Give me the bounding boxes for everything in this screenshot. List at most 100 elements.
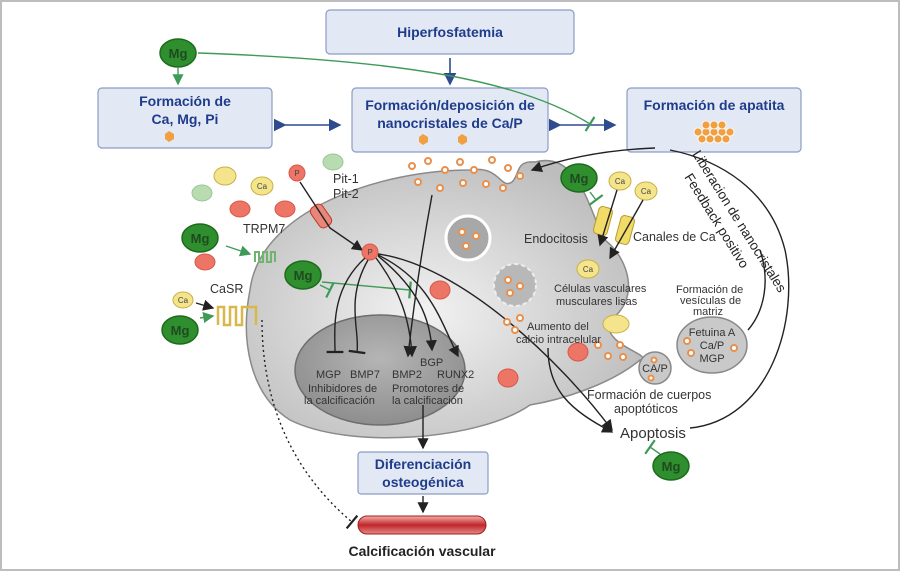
- svg-text:nanocristales de Ca/P: nanocristales de Ca/P: [377, 115, 523, 131]
- svg-text:Ca: Ca: [583, 265, 594, 274]
- mg-inhibit-channel: [588, 191, 604, 206]
- svg-text:BMP7: BMP7: [350, 369, 380, 381]
- apatite-box: Formación de apatita: [626, 87, 802, 153]
- mg-ion-channel: Mg: [560, 163, 598, 193]
- phosphate-ion-inside: P: [361, 243, 379, 261]
- svg-text:Mg: Mg: [662, 459, 681, 474]
- ca-store: [602, 314, 630, 334]
- matrix-vesicle: Fetuina A Ca/P MGP: [676, 316, 748, 374]
- matrix-vesicles-label: Formación de: [676, 284, 743, 296]
- formation-ca-mg-pi-box: Formación de Ca, Mg, Pi: [97, 87, 273, 149]
- svg-text:Ca: Ca: [257, 182, 268, 191]
- casr-label: CaSR: [210, 282, 243, 296]
- mg-inhibit-apoptosis: [644, 439, 661, 455]
- svg-text:Formación de: Formación de: [139, 93, 231, 109]
- pi-to-bgp: [377, 255, 437, 352]
- apoptotic-bodies-label: Formación de cuerpos: [587, 388, 711, 402]
- mg-ion-top: Mg: [159, 38, 197, 68]
- vesicle-release-arc: [747, 249, 766, 331]
- casr-receptor: [216, 305, 258, 327]
- svg-text:RUNX2: RUNX2: [437, 369, 474, 381]
- cells-label-2: musculares lisas: [556, 296, 638, 308]
- svg-text:Mg: Mg: [570, 171, 589, 186]
- hyperphosphatemia-box: Hiperfosfatemia: [325, 9, 575, 55]
- release-arrow-top: [530, 147, 656, 172]
- mg-ion-intracellular: Mg: [284, 260, 322, 290]
- svg-text:Hiperfosfatemia: Hiperfosfatemia: [397, 24, 503, 40]
- mg-ion-trpm7: Mg: [181, 223, 219, 253]
- mg-to-trpm7-arrow: [225, 245, 252, 257]
- pi-inhibit-bmp7: [348, 259, 369, 355]
- trpm7-channel: [254, 251, 276, 263]
- ca-ions-channel: Ca Ca: [608, 171, 658, 201]
- svg-text:Ca: Ca: [615, 177, 626, 186]
- apoptotic-body: CA/P: [638, 351, 672, 385]
- svg-text:Inhibidores de: Inhibidores de: [308, 383, 377, 395]
- pit2-label: Pit-2: [333, 187, 359, 201]
- vesicle-dashed: [493, 263, 537, 307]
- svg-text:Mg: Mg: [169, 46, 188, 61]
- apoptosis-label: Apoptosis: [620, 425, 686, 442]
- svg-text:BMP2: BMP2: [392, 369, 422, 381]
- calcified-vessel: [357, 515, 487, 535]
- svg-text:MGP: MGP: [699, 353, 724, 365]
- cells-label: Células vasculares: [554, 283, 647, 295]
- intracellular-ca-label-2: calcio intracelular: [516, 334, 601, 346]
- endocytic-vesicle: [444, 214, 492, 262]
- svg-text:CA/P: CA/P: [642, 363, 668, 375]
- nucleus: [294, 314, 466, 426]
- svg-text:Diferenciación: Diferenciación: [375, 456, 471, 472]
- svg-text:Ca: Ca: [641, 187, 652, 196]
- svg-text:Ca: Ca: [178, 296, 189, 305]
- svg-text:MGP: MGP: [316, 369, 341, 381]
- apoptotic-bodies-label-2: apoptóticos: [614, 402, 678, 416]
- svg-text:Mg: Mg: [171, 323, 190, 338]
- svg-text:BGP: BGP: [420, 357, 443, 369]
- intracellular-ca-label: Aumento del: [527, 321, 589, 333]
- svg-text:osteogénica: osteogénica: [382, 474, 464, 490]
- crystals-to-bmp2: [403, 194, 433, 358]
- pi-entry-arrow: [299, 181, 364, 251]
- ca-to-casr-arrow: [195, 299, 215, 311]
- svg-text:Ca, Mg, Pi: Ca, Mg, Pi: [152, 111, 219, 127]
- gene-labels: MGP BMP7 Inhibidores de la calcificación…: [304, 357, 474, 407]
- svg-text:P: P: [367, 248, 372, 257]
- svg-text:Promotores de: Promotores de: [392, 383, 464, 395]
- pi-to-bmp2: [375, 257, 418, 358]
- mg-ion-apoptosis: Mg: [652, 451, 690, 481]
- ca-ion-casr: Ca: [172, 291, 194, 309]
- trpm7-label: TRPM7: [243, 222, 285, 236]
- phosphate-ion-outside: P: [288, 164, 306, 182]
- svg-text:P: P: [294, 169, 299, 178]
- matrix-vesicles-label-2: vesículas de: [680, 295, 741, 307]
- svg-text:Mg: Mg: [294, 268, 313, 283]
- mg-inhibit-apatite: [197, 52, 596, 132]
- svg-text:la calcificación: la calcificación: [304, 395, 375, 407]
- osteogenic-differentiation-box: Diferenciación osteogénica: [357, 451, 489, 495]
- endocytosis-label: Endocitosis: [524, 232, 588, 246]
- ca-influx-2: [609, 199, 644, 260]
- intracellular-crystals: [503, 314, 627, 361]
- svg-text:Formación de apatita: Formación de apatita: [644, 97, 785, 113]
- extracellular-ions: Ca: [191, 153, 589, 388]
- svg-text:Mg: Mg: [191, 231, 210, 246]
- ca-to-apoptosis: [547, 347, 614, 433]
- mg-inhibit-short: [319, 281, 335, 299]
- svg-text:Ca/P: Ca/P: [700, 340, 724, 352]
- ca-channels-label: Canales de Ca: [633, 230, 716, 244]
- vascular-calcification-label: Calcificación vascular: [348, 543, 496, 559]
- mg-ion-casr: Mg: [161, 315, 199, 345]
- pit1-label: Pit-1: [333, 172, 359, 186]
- ca-influx-1: [597, 189, 618, 247]
- svg-text:Fetuina A: Fetuina A: [689, 327, 736, 339]
- ca-ion-intracellular: Ca: [576, 259, 600, 279]
- feedback-loop-arc: [669, 149, 790, 429]
- mg-to-casr-arrow: [199, 311, 215, 324]
- svg-text:la calcificación: la calcificación: [392, 395, 463, 407]
- nanocrystals-box: Formación/deposición de nanocristales de…: [351, 87, 549, 153]
- svg-text:Formación/deposición de: Formación/deposición de: [365, 97, 535, 113]
- nanocrystals-scattered: [408, 156, 524, 192]
- pi-to-runx2: [377, 254, 459, 358]
- pi-inhibit-mgp: [326, 257, 366, 354]
